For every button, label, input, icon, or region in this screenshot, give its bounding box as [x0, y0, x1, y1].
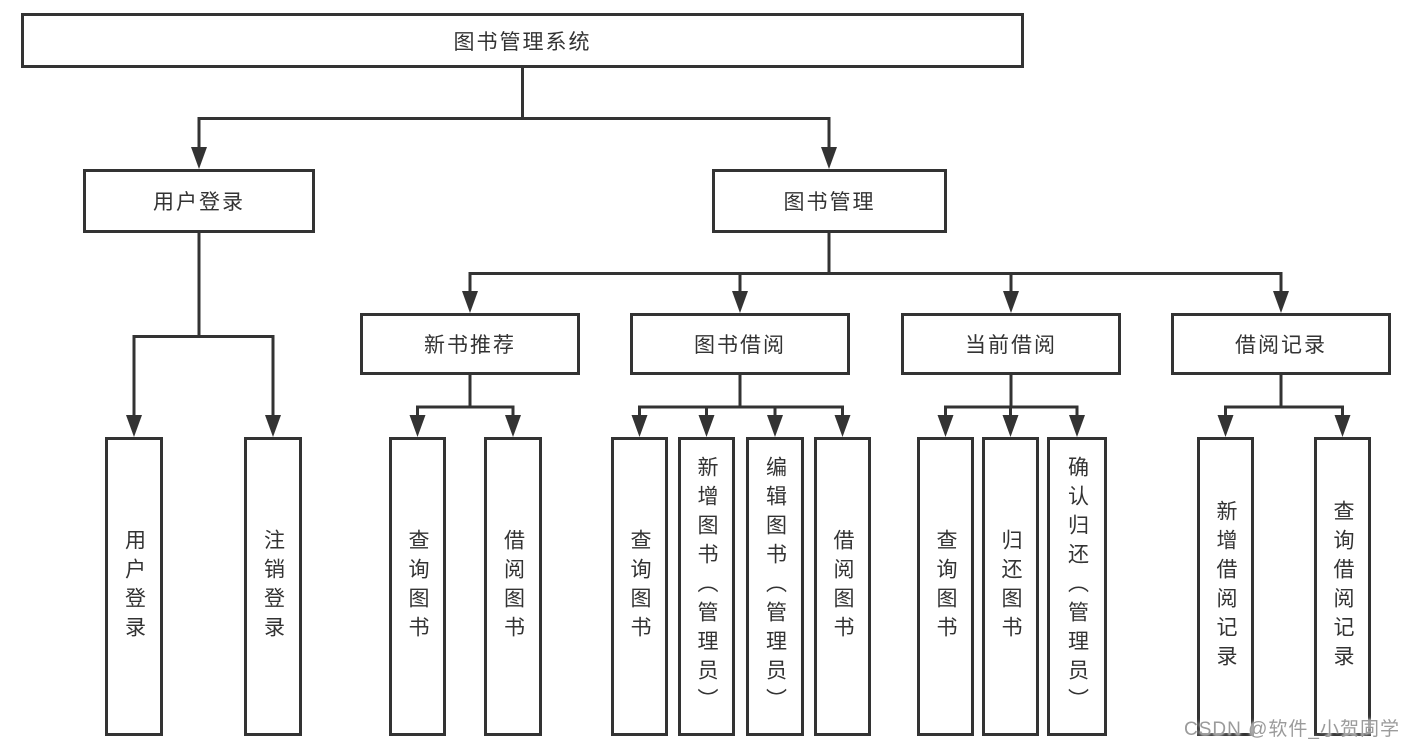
csdn-watermark: CSDN @软件_小贺同学 [1184, 719, 1400, 740]
arrow-down-icon [767, 415, 783, 437]
node-leaf-add-borrow-record: 新增借阅记录 [1197, 437, 1254, 736]
node-leaf-query-borrow-record: 查询借阅记录 [1314, 437, 1371, 736]
node-leaf-user-login: 用户登录 [105, 437, 163, 736]
node-leaf-borrow-books: 借阅图书 [484, 437, 542, 736]
arrow-down-icon [1273, 291, 1289, 313]
arrow-down-icon [126, 415, 142, 437]
arrow-down-icon [1002, 415, 1019, 437]
node-label: 查询借阅记录 [1331, 499, 1354, 674]
node-label: 注销登录 [261, 528, 285, 645]
node-label: 当前借阅 [965, 334, 1057, 357]
node-book-management-branch: 图书管理 [712, 169, 947, 233]
node-label: 借阅图书 [831, 528, 854, 645]
arrow-down-icon [1069, 415, 1085, 437]
node-leaf-borrow-books: 借阅图书 [814, 437, 871, 736]
arrow-down-icon [1217, 415, 1234, 437]
node-leaf-confirm-return-admin: 确认归还（管理员） [1047, 437, 1107, 736]
node-label: 新增图书（管理员） [695, 456, 718, 717]
node-book-borrowing: 图书借阅 [630, 313, 850, 375]
arrow-down-icon [1334, 415, 1351, 437]
node-label: 用户登录 [153, 191, 245, 214]
node-leaf-edit-books-admin: 编辑图书（管理员） [746, 437, 804, 736]
node-label: 查询图书 [628, 528, 651, 645]
node-label: 新增借阅记录 [1214, 499, 1237, 674]
connector-arrowheads [126, 147, 1351, 437]
arrow-down-icon [631, 415, 648, 437]
arrow-down-icon [409, 415, 426, 437]
node-label: 编辑图书（管理员） [763, 456, 787, 717]
node-label: 图书借阅 [694, 334, 786, 357]
node-label: 确认归还（管理员） [1065, 456, 1089, 717]
node-current-borrowing: 当前借阅 [901, 313, 1121, 375]
node-label: 用户登录 [122, 528, 146, 645]
node-leaf-query-books: 查询图书 [917, 437, 974, 736]
node-library-management-system: 图书管理系统 [21, 13, 1024, 68]
node-leaf-query-books: 查询图书 [611, 437, 668, 736]
node-new-book-recommend: 新书推荐 [360, 313, 580, 375]
arrow-down-icon [937, 415, 954, 437]
node-label: 图书管理 [783, 191, 876, 214]
node-label: 借阅记录 [1235, 334, 1327, 357]
arrow-down-icon [698, 415, 715, 437]
node-leaf-query-books: 查询图书 [389, 437, 446, 736]
arrow-down-icon [732, 291, 748, 313]
arrow-down-icon [505, 415, 521, 437]
arrow-down-icon [462, 291, 478, 313]
arrow-down-icon [191, 147, 207, 169]
node-user-login-branch: 用户登录 [83, 169, 315, 233]
node-label: 借阅图书 [501, 528, 525, 645]
arrow-down-icon [834, 415, 851, 437]
node-label: 图书管理系统 [453, 30, 592, 54]
node-leaf-add-books-admin: 新增图书（管理员） [678, 437, 735, 736]
node-label: 归还图书 [999, 528, 1022, 645]
node-borrowing-records: 借阅记录 [1171, 313, 1391, 375]
arrow-down-icon [821, 147, 837, 169]
node-leaf-return-books: 归还图书 [982, 437, 1039, 736]
node-label: 查询图书 [934, 528, 957, 645]
node-label: 新书推荐 [424, 334, 516, 357]
node-label: 查询图书 [406, 528, 429, 645]
arrow-down-icon [265, 415, 281, 437]
node-leaf-logout: 注销登录 [244, 437, 302, 736]
arrow-down-icon [1003, 291, 1019, 313]
